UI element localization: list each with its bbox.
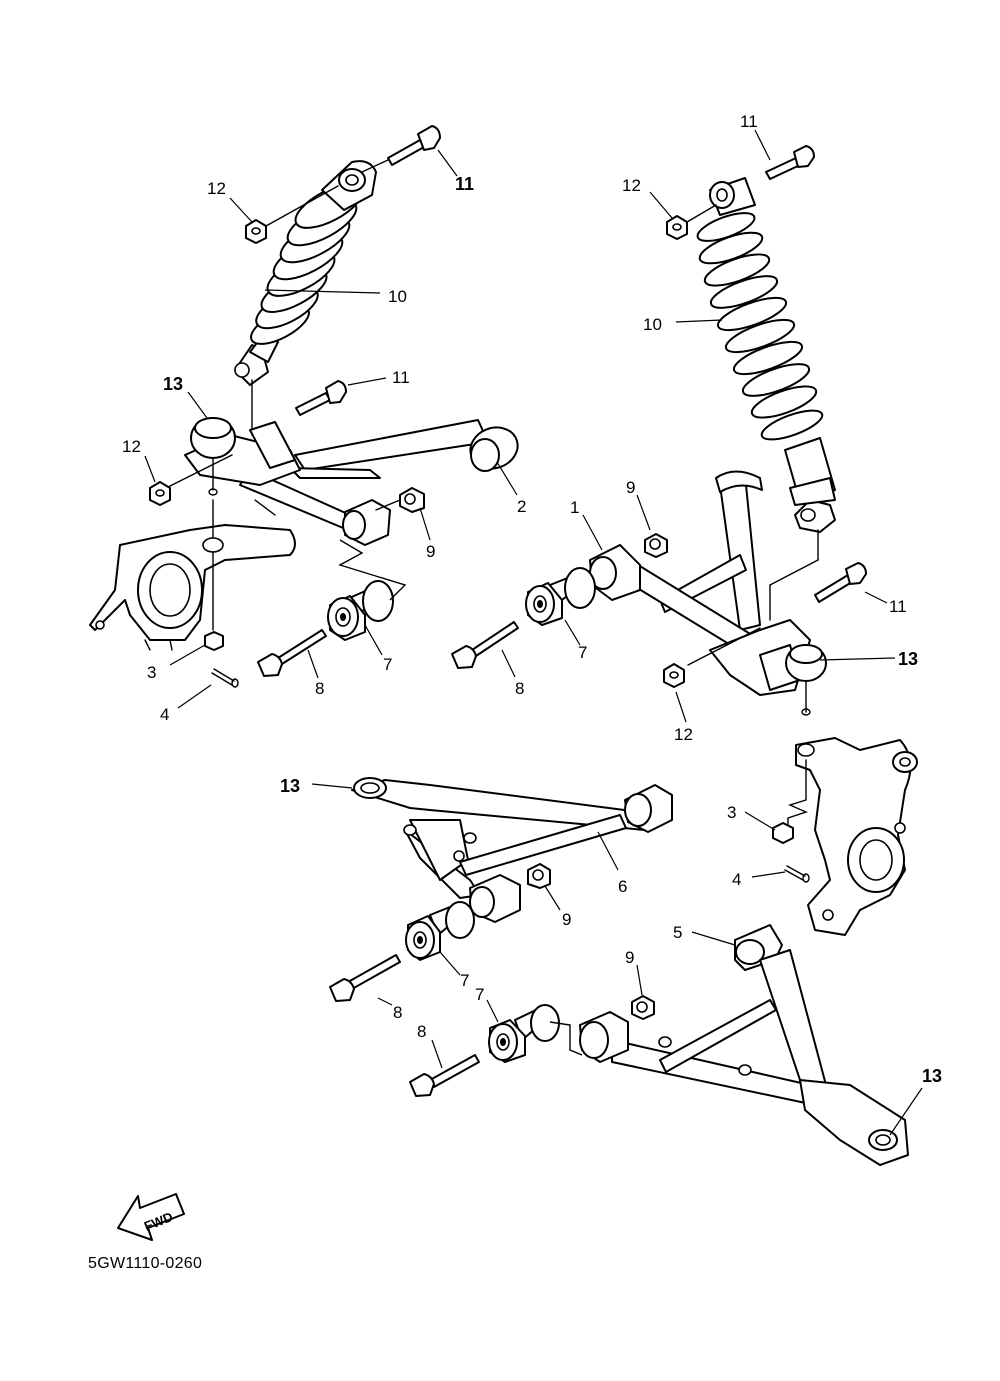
callout-7-lower-left: 7 — [460, 971, 469, 990]
left-upper-shock-bolt — [361, 125, 441, 173]
callout-2: 2 — [517, 497, 526, 516]
left-upper-nut — [245, 185, 339, 244]
left-steering-knuckle — [89, 499, 296, 651]
right-arm-nut — [663, 663, 685, 688]
callout-10-right: 10 — [643, 315, 662, 334]
callout-12-left-upper: 12 — [207, 179, 226, 198]
right-upper-bushing — [525, 567, 596, 626]
left-upper-arm — [167, 417, 519, 546]
callout-11-left-upper: 11 — [455, 174, 474, 194]
left-upper-collar — [375, 487, 425, 513]
drawing-code: 5GW1110-0260 — [88, 1255, 202, 1272]
callout-9-lower-left: 9 — [562, 910, 571, 929]
lower-arm-left — [351, 777, 673, 923]
callout-12-left-arm: 12 — [122, 437, 141, 456]
callout-1: 1 — [570, 498, 579, 517]
right-cotter-pin — [784, 865, 810, 883]
callout-3-right: 3 — [727, 803, 736, 822]
callout-8-right-upper: 8 — [515, 679, 524, 698]
callout-13-right-upper: 13 — [898, 649, 918, 669]
callout-11-right-upper: 11 — [740, 112, 758, 131]
left-arm-bolt — [295, 380, 347, 416]
callout-7-right-upper: 7 — [578, 643, 587, 662]
left-castle-nut — [204, 631, 224, 651]
fwd-arrow-icon: FWD — [117, 1193, 185, 1241]
lower-right-bushing — [488, 1004, 583, 1063]
callout-13-lower-right: 13 — [922, 1066, 942, 1086]
right-upper-arm-bolt — [451, 621, 519, 669]
left-cotter-pin — [211, 668, 239, 688]
right-upper-shock-bolt — [765, 145, 815, 180]
callout-13-lower-left: 13 — [280, 776, 300, 796]
callout-7-left-upper: 7 — [383, 655, 392, 674]
lower-arm-right — [579, 924, 909, 1166]
callout-6: 6 — [618, 877, 627, 896]
callout-labels: 11 12 10 11 13 12 2 9 3 7 8 4 11 12 10 9… — [122, 112, 942, 1086]
right-castle-nut — [772, 822, 794, 844]
callout-7-lower-right: 7 — [475, 985, 484, 1004]
right-upper-arm — [589, 470, 827, 716]
right-arm-bolt — [814, 562, 867, 603]
callout-10-left: 10 — [388, 287, 407, 306]
lower-right-collar — [631, 995, 655, 1020]
lower-arm-collar — [527, 863, 551, 889]
callout-4-left: 4 — [160, 705, 169, 724]
right-upper-nut — [666, 204, 717, 240]
callout-9-lower-right: 9 — [625, 948, 634, 967]
callout-12-right-arm: 12 — [674, 725, 693, 744]
callout-11-left-arm: 11 — [392, 368, 410, 387]
callout-9-right-upper: 9 — [626, 478, 635, 497]
lower-arm-bushing — [405, 901, 475, 961]
left-upper-bushing — [327, 539, 407, 641]
callout-12-right-upper: 12 — [622, 176, 641, 195]
callout-9-left-upper: 9 — [426, 542, 435, 561]
leader-lines — [144, 129, 923, 1136]
lower-right-bolt — [409, 1054, 480, 1097]
left-upper-arm-bolt — [257, 629, 327, 677]
right-upper-collar — [644, 533, 668, 558]
right-steering-knuckle — [787, 737, 918, 936]
callout-8-left-upper: 8 — [315, 679, 324, 698]
callout-8-lower-left: 8 — [393, 1003, 402, 1022]
left-shock-absorber — [234, 160, 377, 436]
callout-11-right-arm: 11 — [889, 597, 907, 616]
callout-3-left: 3 — [147, 663, 156, 682]
lower-arm-bolt — [329, 954, 401, 1002]
callout-8-lower-right: 8 — [417, 1022, 426, 1041]
callout-13-left-upper: 13 — [163, 374, 183, 394]
callout-4-right: 4 — [732, 870, 741, 889]
callout-5: 5 — [673, 923, 682, 942]
right-shock-absorber — [696, 177, 836, 621]
left-arm-nut — [149, 481, 171, 506]
